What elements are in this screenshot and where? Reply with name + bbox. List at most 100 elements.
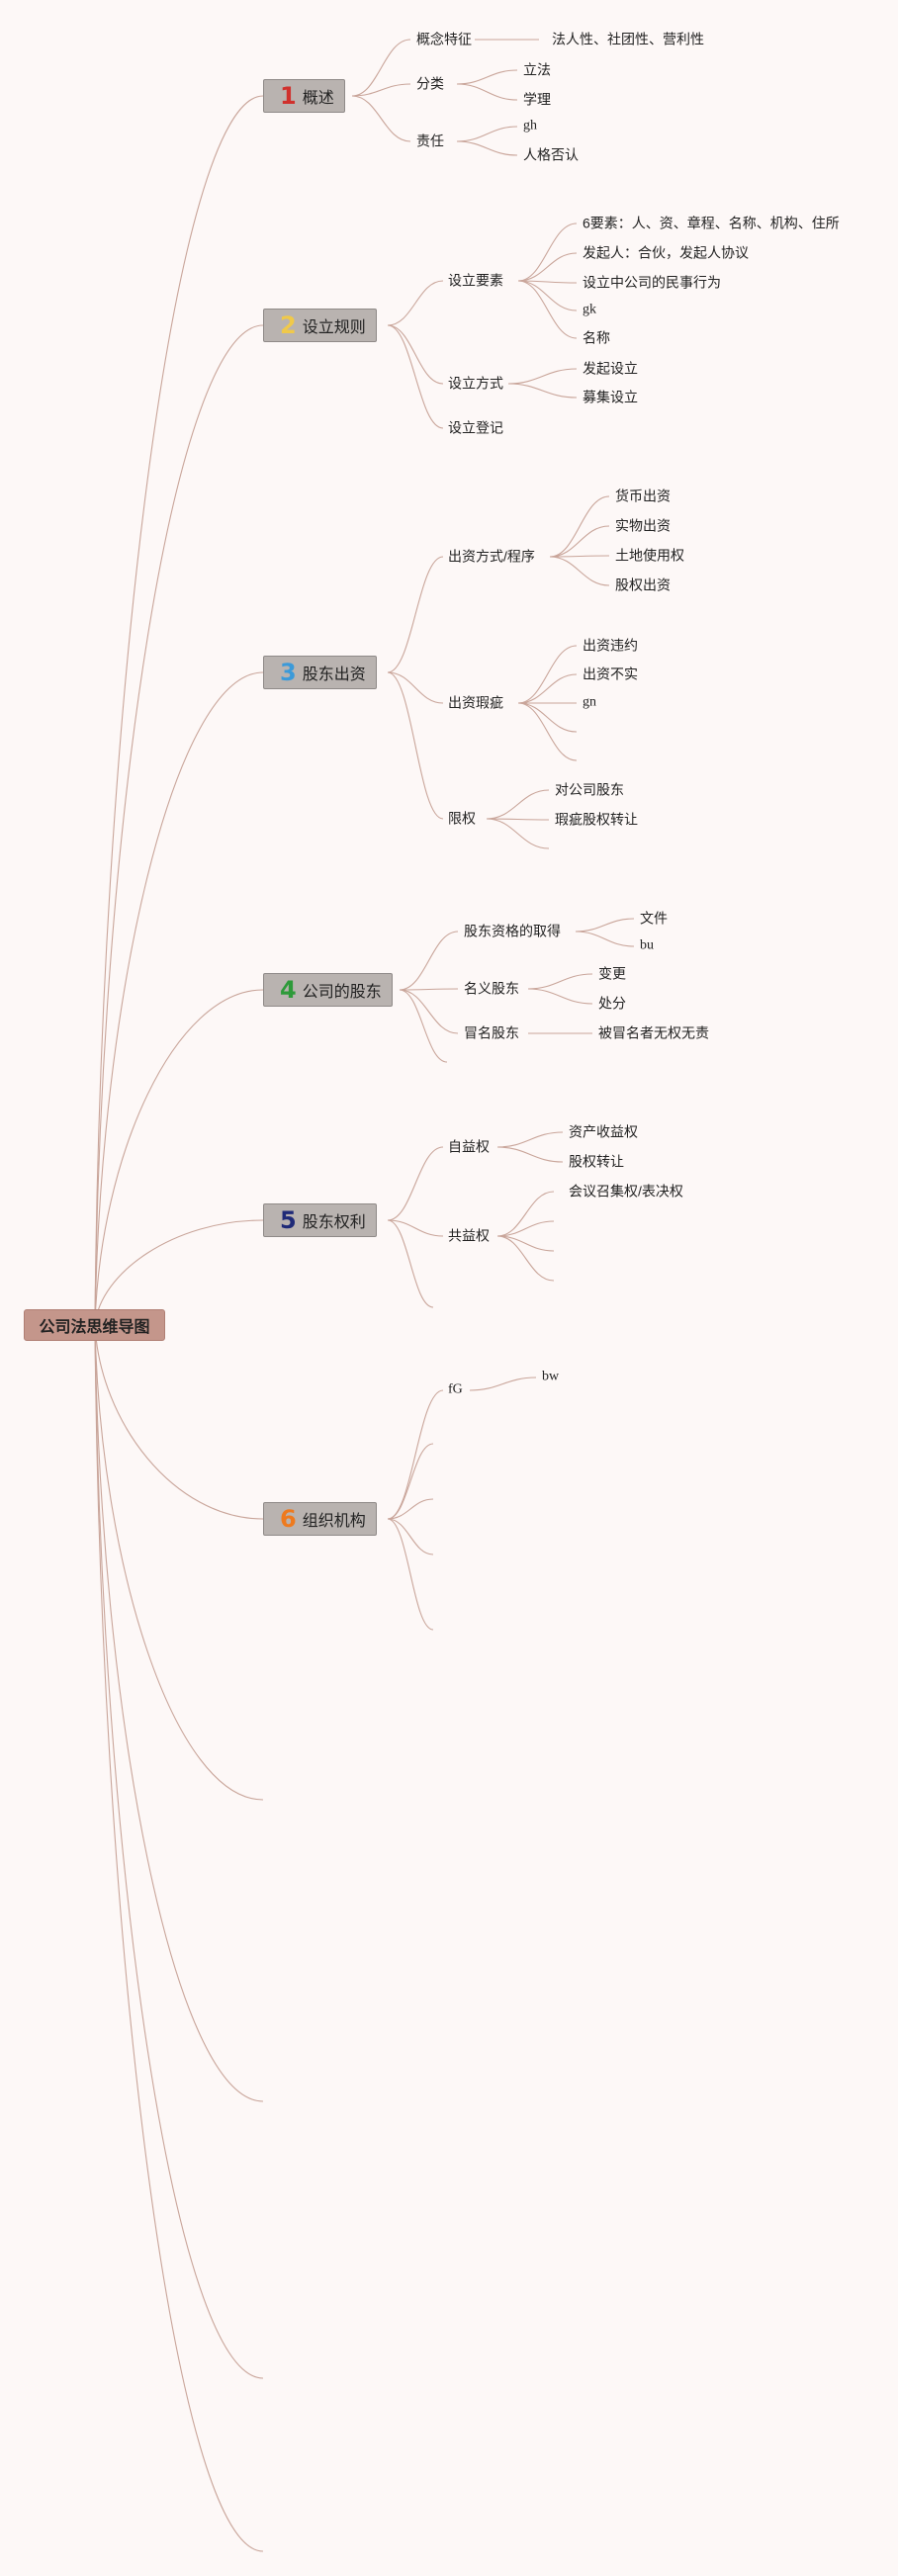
root-connector — [94, 324, 264, 1326]
node-meeting[interactable]: 会议召集权/表决权 — [569, 1183, 683, 1199]
node-legislation[interactable]: 立法 — [523, 61, 551, 78]
node-fG[interactable]: fG — [448, 1381, 463, 1397]
node-liability[interactable]: 责任 — [416, 133, 444, 149]
node-promote-set[interactable]: 发起设立 — [583, 360, 638, 377]
topic-label: 公司的股东 — [302, 984, 382, 1001]
node-civil-act[interactable]: 设立中公司的民事行为 — [583, 274, 721, 291]
node-breach[interactable]: 出资违约 — [583, 637, 638, 654]
topic-establishment-rules[interactable]: 2 设立规则 — [263, 309, 377, 342]
node-method[interactable]: 设立方式 — [448, 375, 503, 392]
connector-line — [517, 222, 578, 282]
node-self-benefit[interactable]: 自益权 — [448, 1138, 490, 1155]
connector-line — [517, 280, 578, 311]
node-bw[interactable]: bw — [542, 1369, 560, 1384]
node-bu[interactable]: bu — [640, 937, 654, 953]
connector-line — [486, 818, 550, 849]
connector-line — [387, 1518, 434, 1631]
node-six-elements[interactable]: 6要素：人、资、章程、名称、机构、住所 — [583, 215, 840, 231]
connector-line — [387, 1518, 434, 1555]
root-connector — [94, 671, 264, 1326]
node-share-transfer[interactable]: 股权转让 — [569, 1153, 624, 1170]
connector-line — [399, 989, 448, 1063]
connector-line — [517, 702, 578, 761]
node-land[interactable]: 土地使用权 — [615, 547, 684, 564]
connector-line — [387, 671, 444, 704]
number-5-icon: 5 — [280, 1206, 297, 1234]
root-connector — [94, 1324, 264, 2379]
topic-label: 组织机构 — [302, 1513, 366, 1530]
node-contribution-method[interactable]: 出资方式/程序 — [448, 548, 535, 565]
connector-line — [399, 931, 459, 991]
connector-line — [387, 1443, 434, 1520]
node-common-benefit[interactable]: 共益权 — [448, 1227, 490, 1244]
number-4-icon: 4 — [280, 976, 297, 1004]
node-defect[interactable]: 出资瑕疵 — [448, 694, 503, 711]
root-node[interactable]: 公司法思维导图 — [24, 1309, 165, 1341]
topic-label: 概述 — [302, 90, 334, 107]
node-registration[interactable]: 设立登记 — [448, 419, 503, 436]
node-elements[interactable]: 设立要素 — [448, 272, 503, 289]
root-connector — [94, 95, 264, 1326]
node-gh[interactable]: gh — [523, 118, 537, 133]
connector-line — [387, 1219, 444, 1237]
connector-line — [517, 645, 578, 704]
node-classify[interactable]: 分类 — [416, 75, 444, 92]
connector-line — [549, 525, 610, 558]
connector-line — [399, 989, 459, 1034]
topic-label: 设立规则 — [302, 319, 366, 336]
node-concept-detail[interactable]: 法人性、社团性、营利性 — [552, 31, 704, 47]
connector-line — [517, 702, 578, 733]
topic-shareholder-contribution[interactable]: 3 股东出资 — [263, 656, 377, 689]
node-name[interactable]: 名称 — [583, 329, 610, 346]
node-currency[interactable]: 货币出资 — [615, 488, 671, 504]
topic-overview[interactable]: 1 概述 — [263, 79, 345, 113]
node-nominal[interactable]: 名义股东 — [464, 980, 519, 997]
node-gn[interactable]: gn — [583, 694, 596, 710]
connector-line — [496, 1235, 555, 1252]
topic-organization[interactable]: 6 组织机构 — [263, 1502, 377, 1536]
number-2-icon: 2 — [280, 311, 297, 339]
node-equity[interactable]: 股权出资 — [615, 577, 671, 593]
node-defect-transfer[interactable]: 瑕疵股权转让 — [555, 811, 638, 828]
connector-line — [496, 1131, 564, 1148]
connector-line — [527, 988, 593, 1005]
node-dispose[interactable]: 处分 — [598, 995, 626, 1012]
topic-company-shareholders[interactable]: 4 公司的股东 — [263, 973, 393, 1007]
node-change[interactable]: 变更 — [598, 965, 626, 982]
node-piercing[interactable]: 人格否认 — [523, 146, 579, 163]
node-untrue[interactable]: 出资不实 — [583, 666, 638, 682]
root-connector — [94, 1324, 264, 2102]
connector-line — [507, 383, 578, 399]
node-to-company[interactable]: 对公司股东 — [555, 781, 624, 798]
node-acquire[interactable]: 股东资格的取得 — [464, 923, 561, 939]
root-connector — [94, 989, 264, 1326]
connector-line — [469, 1377, 537, 1391]
topic-shareholder-rights[interactable]: 5 股东权利 — [263, 1203, 377, 1237]
connector-line — [496, 1191, 555, 1237]
connector-line — [456, 83, 518, 101]
connector-line — [517, 252, 578, 282]
connector-line — [456, 140, 518, 156]
node-documents[interactable]: 文件 — [640, 910, 668, 927]
root-connector — [94, 1219, 264, 1326]
connector-line — [496, 1146, 564, 1163]
node-asset-income[interactable]: 资产收益权 — [569, 1123, 638, 1140]
node-concept[interactable]: 概念特征 — [416, 31, 472, 47]
node-gk[interactable]: gk — [583, 302, 596, 317]
connector-line — [387, 324, 444, 429]
connector-line — [575, 918, 635, 933]
connector-line — [549, 556, 610, 586]
connector-line — [456, 69, 518, 85]
connector-line — [549, 495, 610, 558]
connector-line — [517, 673, 578, 704]
node-raise-set[interactable]: 募集设立 — [583, 389, 638, 405]
number-6-icon: 6 — [280, 1505, 297, 1533]
connector-line — [387, 671, 444, 820]
connector-line — [507, 368, 578, 385]
node-theory[interactable]: 学理 — [523, 91, 551, 108]
node-promoter[interactable]: 发起人：合伙，发起人协议 — [583, 244, 749, 261]
node-no-liability[interactable]: 被冒名者无权无责 — [598, 1024, 709, 1041]
node-in-kind[interactable]: 实物出资 — [615, 517, 671, 534]
node-restrict[interactable]: 限权 — [448, 810, 476, 827]
node-impostor[interactable]: 冒名股东 — [464, 1024, 519, 1041]
